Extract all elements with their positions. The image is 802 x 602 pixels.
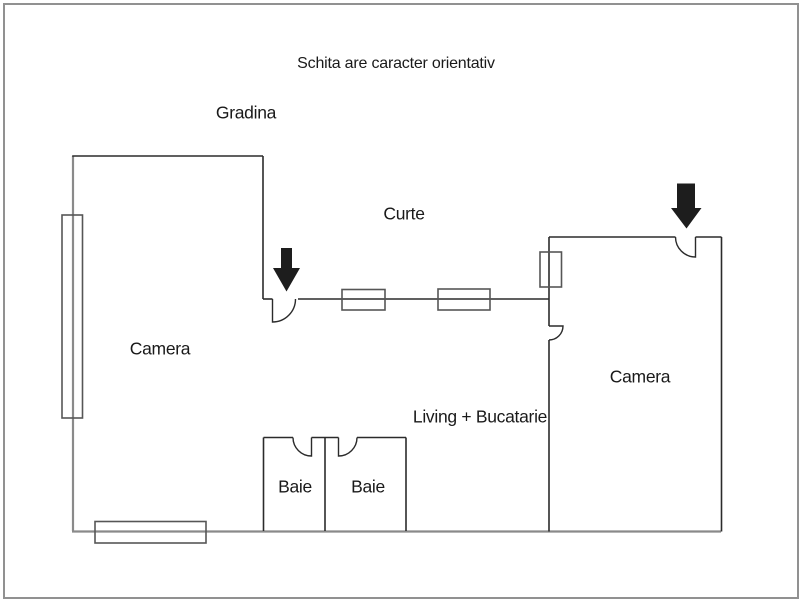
windows xyxy=(61,214,563,544)
window-right-room xyxy=(539,251,563,288)
room-label-living-bucatarie: Living + Bucatarie xyxy=(412,406,548,427)
room-label-baie-left: Baie xyxy=(278,476,312,497)
outer-walls xyxy=(71,156,721,533)
room-label-gradina: Gradina xyxy=(215,102,277,123)
door-swing-right-room-entrance xyxy=(674,236,697,258)
room-label-curte: Curte xyxy=(383,203,425,224)
window-left-wall xyxy=(61,214,84,419)
door-swing-courtyard-entrance xyxy=(271,298,297,323)
window-bottom-wall xyxy=(94,520,207,544)
plan-border xyxy=(3,3,799,599)
disclaimer-text: Schita are caracter orientativ xyxy=(297,55,495,72)
room-walls xyxy=(72,155,723,532)
window-courtyard-1 xyxy=(341,288,386,311)
arrow-down-icon xyxy=(273,248,300,292)
door-swing-bath-right xyxy=(337,437,358,457)
arrow-down-icon xyxy=(671,183,702,229)
door-swing-right-room-interior xyxy=(548,325,564,341)
door-swing-bath-left xyxy=(292,437,313,457)
window-courtyard-2 xyxy=(437,288,491,311)
room-label-baie-right: Baie xyxy=(351,476,385,497)
room-label-camera-left: Camera xyxy=(129,338,191,359)
doors xyxy=(271,236,697,457)
room-label-camera-right: Camera xyxy=(609,366,671,387)
